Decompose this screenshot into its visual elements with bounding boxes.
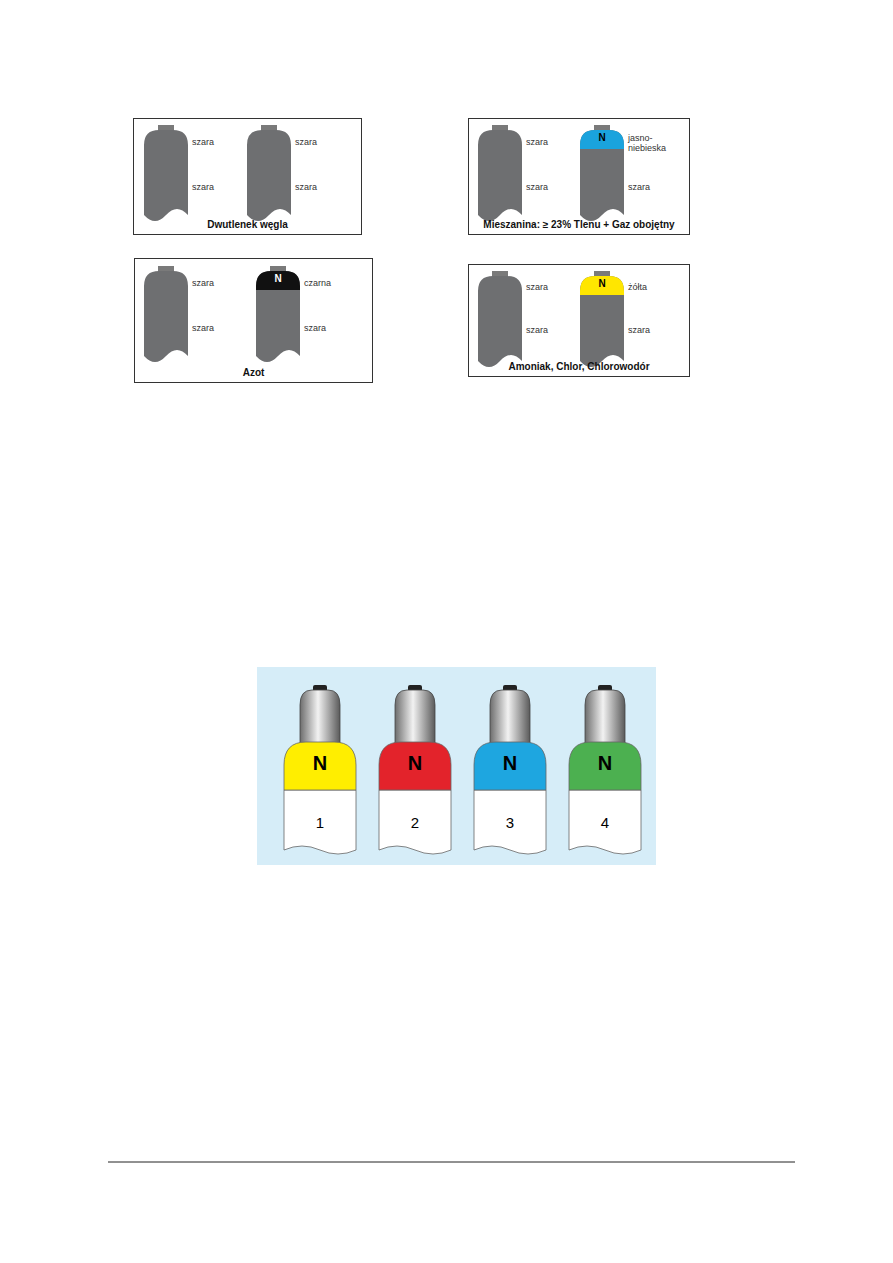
color-label: szara [295, 137, 317, 147]
cylinder-marking: N [490, 752, 530, 774]
cylinder-marking: N [300, 752, 340, 774]
color-label: szara [526, 282, 548, 292]
color-label: szara [628, 182, 650, 192]
cylinder-shoulder [379, 742, 451, 790]
cylinder-shoulder [580, 130, 624, 149]
gas-cylinder [580, 276, 624, 367]
cylinder-valve [395, 690, 435, 745]
callout-number: 3 [490, 812, 530, 834]
color-label: szara [526, 182, 548, 192]
color-label: szara [304, 323, 326, 333]
gas-caption: Mieszanina: ≥ 23% Tlenu + Gaz obojętny [469, 219, 689, 230]
cylinder-body [569, 790, 641, 854]
cylinder-shoulder [580, 276, 624, 295]
cylinder-marking: N [597, 279, 607, 289]
color-label: szara [192, 278, 214, 288]
cylinder-marking: N [585, 752, 625, 774]
gas-cylinder [256, 271, 300, 362]
gas-caption: Dwutlenek węgla [134, 219, 361, 230]
cylinder-valve [490, 690, 530, 745]
gas-cylinder [478, 130, 522, 221]
cylinder-marking: N [273, 274, 283, 284]
color-label: jasno-niebieska [628, 133, 668, 153]
cylinder-body [379, 790, 451, 854]
callout-number: 1 [300, 812, 340, 834]
gas-caption: Azot [135, 367, 372, 378]
color-label: czarna [304, 278, 331, 288]
cylinder-body [284, 790, 356, 854]
cylinder-shoulder [474, 742, 546, 790]
cylinder-shoulder [284, 742, 356, 790]
panel-background [257, 667, 656, 865]
footer-rule [108, 1162, 795, 1163]
color-label: szara [192, 137, 214, 147]
color-label: szara [192, 182, 214, 192]
cylinder-valve [300, 690, 340, 745]
color-label: szara [526, 137, 548, 147]
color-label: szara [295, 182, 317, 192]
cylinder-shoulder [256, 271, 300, 290]
gas-cylinder [580, 130, 624, 221]
gas-frame: Azot [134, 258, 373, 383]
callout-number: 4 [585, 812, 625, 834]
color-label: szara [192, 323, 214, 333]
cylinder-valve [585, 690, 625, 745]
cylinder-shoulder [569, 742, 641, 790]
cylinder-marking: N [395, 752, 435, 774]
gas-frame: Amoniak, Chlor, Chlorowodór [468, 264, 690, 377]
callout-number: 2 [395, 812, 435, 834]
color-label: szara [526, 325, 548, 335]
color-label: szara [628, 325, 650, 335]
gas-frame: Dwutlenek węgla [133, 118, 362, 235]
gas-caption: Amoniak, Chlor, Chlorowodór [469, 361, 689, 372]
cylinder-marking: N [597, 133, 607, 143]
color-label: żółta [628, 282, 647, 292]
gas-cylinder [247, 130, 291, 221]
gas-cylinder [144, 271, 188, 362]
gas-cylinder [144, 130, 188, 221]
gas-cylinder [478, 276, 522, 367]
cylinder-body [474, 790, 546, 854]
gas-frame: Mieszanina: ≥ 23% Tlenu + Gaz obojętny [468, 118, 690, 235]
